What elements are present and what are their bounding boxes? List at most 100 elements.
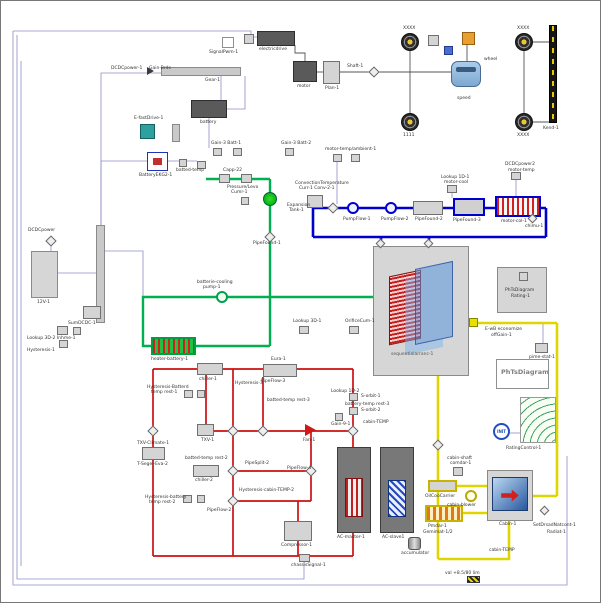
txv-climate-block[interactable] — [142, 447, 165, 460]
hazard-block[interactable] — [467, 576, 480, 583]
component-label: Compressor-1 — [281, 543, 313, 548]
gain-batt-1[interactable] — [213, 148, 222, 156]
cabin-shaft-block[interactable] — [453, 467, 463, 476]
dcdc-power2-block[interactable] — [511, 172, 521, 180]
batted-temp-block[interactable] — [179, 159, 187, 167]
motor-block[interactable] — [293, 61, 317, 82]
component-label: Hysteresis-1 — [27, 348, 55, 353]
heater-battery-block[interactable] — [151, 337, 196, 355]
sorbit-1-block[interactable] — [349, 393, 358, 401]
gear-block[interactable] — [428, 35, 439, 46]
gain-batt-2[interactable] — [233, 148, 242, 156]
lookup-3d2-block[interactable] — [57, 326, 68, 335]
oil-coo-carrier-block[interactable] — [428, 480, 457, 492]
chiller-1-block[interactable] — [197, 363, 223, 375]
efast-drive-block[interactable] — [140, 124, 155, 139]
pipe-found-3-block[interactable] — [453, 198, 485, 216]
pressure-sensor[interactable] — [241, 197, 249, 205]
gain-batt-3[interactable] — [285, 148, 294, 156]
gear-busbar[interactable] — [161, 67, 241, 76]
pump-flow-2[interactable] — [385, 202, 397, 214]
signal-pwm-block[interactable] — [222, 37, 234, 48]
wheel-front-right[interactable] — [515, 33, 533, 51]
txv-1-block[interactable] — [197, 424, 214, 436]
battery-coolant-pump[interactable] — [216, 291, 228, 303]
cabin-heater-core[interactable] — [425, 505, 463, 522]
component-label: SetDrsadNatcont-1 — [533, 523, 576, 528]
hysteresis-block-c[interactable] — [183, 495, 192, 503]
component-label: PumpFlow-1 — [343, 217, 371, 222]
component-label: SumDCDC-1 — [68, 321, 96, 326]
pump-flow-1[interactable] — [347, 202, 359, 214]
component-label: offGain-1 — [491, 333, 512, 338]
car-sensor-block[interactable] — [462, 32, 475, 45]
component-label: wheel — [484, 57, 498, 62]
hx-module[interactable] — [373, 246, 469, 376]
expansion-tank-blue[interactable] — [307, 195, 323, 208]
phts-diagram-panel[interactable] — [496, 359, 549, 389]
component-label: chassisSignal-1 — [291, 563, 326, 568]
car-body[interactable] — [451, 61, 481, 87]
ac-slave-block[interactable] — [380, 447, 414, 533]
cabin-block[interactable] — [487, 470, 533, 521]
sorbit-2-block[interactable] — [349, 407, 358, 415]
orifice-block[interactable] — [349, 326, 359, 334]
signal-busbar-left — [100, 72, 161, 225]
component-label: Pmdar-1 — [428, 524, 447, 529]
aux-blue-block[interactable] — [444, 46, 453, 55]
chiller-2-block[interactable] — [193, 465, 219, 477]
rating-map[interactable] — [520, 397, 556, 443]
cap22-block-2[interactable] — [241, 174, 252, 183]
component-label: Lookup 3D-2 Inhme-1 — [27, 336, 76, 341]
inhme-block[interactable] — [73, 327, 81, 335]
electricdrive-block[interactable] — [257, 31, 295, 46]
gain-triangle[interactable] — [147, 67, 154, 75]
motor-temp-sensor-2[interactable] — [351, 154, 360, 162]
lookup-mid-block[interactable] — [299, 326, 309, 334]
wheel-rear-left[interactable] — [401, 113, 419, 131]
wheel-rear-right[interactable] — [515, 113, 533, 131]
chassis-signal-block[interactable] — [299, 554, 310, 562]
small-busbar[interactable] — [172, 124, 180, 142]
lookup-motor-cool-block[interactable] — [447, 185, 457, 193]
hysteresis-1-block[interactable] — [59, 340, 68, 348]
cap22-block-1[interactable] — [219, 174, 230, 183]
battery-ekg-block[interactable] — [147, 152, 168, 171]
component-label: temp rest-2 — [149, 500, 176, 505]
hysteresis-block-d[interactable] — [197, 495, 205, 503]
component-label: T-Segel-Eva-2 — [137, 462, 168, 467]
ac-master-block[interactable] — [337, 447, 371, 533]
pipe-block-blue[interactable] — [413, 201, 443, 215]
component-label: Curr-1 Conv-2-1 — [299, 186, 335, 191]
fan-1-flag[interactable] — [305, 424, 316, 436]
plan-block[interactable] — [323, 61, 340, 84]
motor-radiator[interactable] — [495, 196, 541, 217]
rest-block[interactable] — [197, 161, 206, 169]
component-label: XXXX — [517, 133, 530, 138]
hysteresis-block-a[interactable] — [184, 390, 193, 398]
wheel-front-left[interactable] — [401, 33, 419, 51]
left-busbar[interactable] — [96, 225, 105, 323]
expansion-tank-green[interactable] — [263, 192, 277, 206]
accumulator-block[interactable] — [408, 537, 421, 550]
pime-stat-block[interactable] — [535, 343, 548, 353]
road-strip[interactable] — [549, 25, 557, 123]
v12-battery[interactable] — [31, 251, 58, 298]
motor-temp-sensor-1[interactable] — [333, 154, 342, 162]
battery-block[interactable] — [191, 100, 227, 118]
init-badge[interactable]: INIT — [493, 423, 510, 440]
chassis-block[interactable] — [244, 34, 254, 44]
component-label: PipeFlow-2 — [207, 508, 232, 513]
phts-rating-icon[interactable] — [519, 272, 528, 281]
compressor-block[interactable] — [284, 521, 312, 541]
component-label: PipeFlow-3 — [261, 379, 286, 384]
eva-1-block[interactable] — [263, 364, 297, 377]
gain-9-block[interactable] — [335, 413, 343, 421]
sum-dcdc-block[interactable] — [83, 306, 101, 319]
economizer-yellow-block[interactable] — [469, 318, 478, 327]
signal-battery-bus — [227, 76, 246, 110]
component-label: RatingControl-1 — [506, 446, 542, 451]
cabin-blower[interactable] — [465, 490, 477, 502]
component-label: Capp-22 — [223, 168, 242, 173]
hysteresis-block-b[interactable] — [197, 390, 205, 398]
